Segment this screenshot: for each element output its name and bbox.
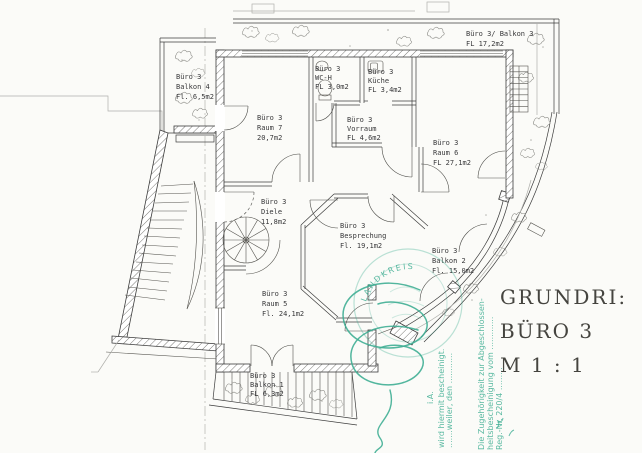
label-balkon2-line2: Balkon 2	[432, 257, 466, 265]
window-top-right	[420, 50, 503, 57]
label-besprechung-line1: Büro 3	[340, 222, 365, 230]
label-vorraum-line2: Vorraum	[347, 125, 377, 133]
window-left-raum5	[215, 307, 225, 345]
partitions	[224, 57, 429, 323]
label-kueche-line3: FL 3,4m2	[368, 86, 402, 94]
label-raum7-line1: Büro 3	[257, 114, 282, 122]
label-vorraum-line3: FL 4,6m2	[347, 134, 381, 142]
title-line1: GRUNDRI:	[500, 285, 627, 309]
stairwell	[91, 129, 219, 373]
stamp-line4: wird hiermit bescheinigt.	[437, 349, 446, 448]
stamp-line5: .......weiler, den ............	[445, 353, 454, 448]
stamp-line2: heitsbescheinigung vom .............	[486, 317, 495, 450]
room-labels: Büro 3/ Balkon 3 FL 17,2m2 Büro 3 Balkon…	[176, 30, 533, 398]
label-balkon1-line1: Büro 3	[250, 372, 275, 380]
label-kueche-line2: Küche	[368, 77, 389, 85]
unit-walls	[215, 49, 514, 373]
signature-scribble	[342, 282, 428, 453]
label-raum5-line1: Büro 3	[262, 290, 287, 298]
label-wc-line3: FL 3,0m2	[315, 83, 349, 91]
label-diele-line1: Büro 3	[261, 198, 286, 206]
stair-treads	[124, 183, 194, 301]
label-balkon1-line3: FL 6,3m2	[250, 390, 284, 398]
stamp-line1: Die Zugehörigkeit zur Abgeschlossen-	[477, 298, 486, 450]
french-door-raum5	[250, 344, 294, 367]
doors	[250, 102, 506, 367]
wc-fixtures	[315, 60, 333, 101]
label-wc-line1: Büro 3	[315, 65, 340, 73]
kitchen-sink	[367, 60, 384, 73]
label-diele-line2: Diele	[261, 208, 282, 216]
label-raum5-line2: Raum 5	[262, 300, 287, 308]
label-balkon4-line2: Balkon 4	[176, 83, 210, 91]
label-balkon2-line1: Büro 3	[432, 247, 457, 255]
scan-speckles	[181, 29, 544, 402]
label-raum6-line2: Raum 6	[433, 149, 458, 157]
balkon2-curve	[377, 179, 546, 346]
stamp-text-block: Die Zugehörigkeit zur Abgeschlossen- hei…	[437, 298, 515, 450]
label-wc-line2: WC-H	[315, 74, 332, 82]
label-balkon3-line2: FL 17,2m2	[466, 40, 504, 48]
label-diele-line3: 11,8m2	[261, 218, 286, 226]
label-raum5-line3: Fl. 24,1m2	[262, 310, 304, 318]
label-balkon3-line1: Büro 3/ Balkon 3	[466, 30, 533, 38]
title-line2: BÜRO 3	[500, 318, 594, 343]
window-top-left	[242, 50, 308, 57]
svg-text:LANDKREIS: LANDKREIS	[359, 262, 415, 303]
label-balkon2-line3: Fl. 15,0m2	[432, 267, 474, 275]
label-balkon4-line3: Fl. 6,5m2	[176, 93, 214, 101]
stamp-line3: Reg.-Nr. 220/4 .........	[495, 367, 504, 450]
radiator	[509, 65, 529, 113]
spiral-stair	[222, 216, 281, 275]
balkon3	[233, 18, 560, 343]
label-balkon1-line2: Balkon 1	[250, 381, 284, 389]
label-raum7-line2: Raum 7	[257, 124, 282, 132]
balkon1	[208, 371, 358, 426]
balkon4-door	[215, 105, 249, 131]
entrance-door	[215, 191, 255, 223]
title-line3: M 1 : 1	[500, 353, 586, 377]
stamp-ia: i.A.	[426, 391, 435, 404]
label-kueche-line1: Büro 3	[368, 68, 393, 76]
label-besprechung-line3: Fl. 19,1m2	[340, 242, 382, 250]
balkon1-railing	[223, 372, 353, 417]
registry-stamp: LANDKREIS i.A. Die Zugehörigkeit zur Abg…	[342, 248, 515, 453]
label-vorraum-line1: Büro 3	[347, 116, 372, 124]
neighbor-building-outline	[0, 1, 450, 131]
label-besprechung-line2: Besprechung	[340, 232, 386, 240]
stamp-circle-text: LANDKREIS	[359, 262, 413, 303]
label-raum6-line1: Büro 3	[433, 139, 458, 147]
title-block: GRUNDRI: BÜRO 3 M 1 : 1	[500, 285, 627, 377]
label-raum7-line3: 20,7m2	[257, 134, 282, 142]
label-balkon4-line1: Büro 3	[176, 73, 201, 81]
label-raum6-line3: FL 27,1m2	[433, 159, 471, 167]
